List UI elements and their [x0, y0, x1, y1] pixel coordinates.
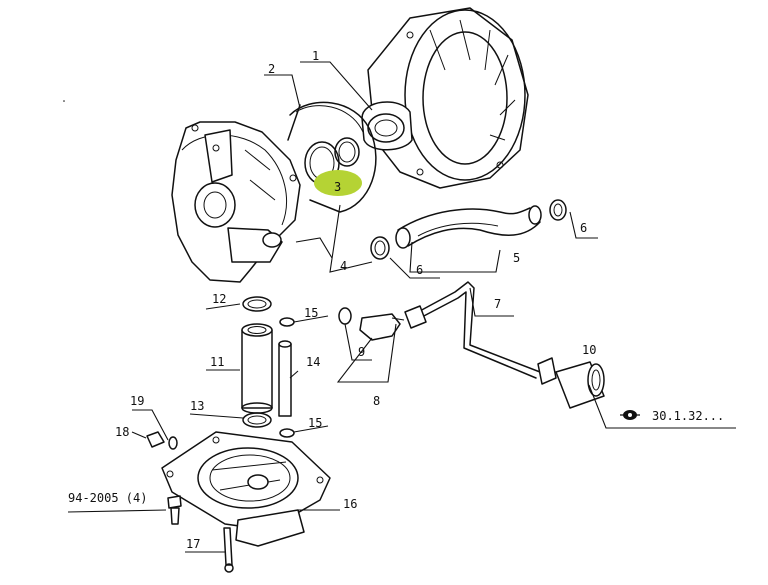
bolt-reference-label: 94-2005 (4) — [68, 491, 147, 505]
callout-12[interactable]: 12 — [212, 292, 226, 306]
part-13-o-ring — [242, 412, 272, 428]
part-6-o-ring-left — [370, 236, 390, 260]
callout-6-left[interactable]: 6 — [416, 263, 423, 277]
part-6-o-ring-right — [549, 199, 567, 221]
callout-18[interactable]: 18 — [115, 425, 129, 439]
part-11-sleeve — [241, 323, 273, 414]
part-17-drain-pin — [223, 527, 234, 573]
part-12-o-ring — [242, 296, 272, 312]
leader-lines — [67, 61, 736, 553]
callout-13[interactable]: 13 — [190, 399, 204, 413]
part-5-hose — [395, 205, 542, 249]
callout-5[interactable]: 5 — [513, 251, 520, 265]
highlight-marker-part-3 — [314, 170, 362, 196]
part-15-o-ring-upper — [279, 317, 295, 327]
callout-11[interactable]: 11 — [210, 355, 224, 369]
callout-6-right[interactable]: 6 — [580, 221, 587, 235]
pump-housing — [171, 121, 301, 283]
callout-7[interactable]: 7 — [494, 297, 501, 311]
page-reference-label[interactable]: 30.1.32... — [652, 409, 724, 423]
callout-4[interactable]: 4 — [340, 259, 347, 273]
callout-2[interactable]: 2 — [268, 62, 275, 76]
part-10-union — [555, 361, 605, 409]
stray-dot — [63, 100, 65, 102]
part-2-gasket — [287, 101, 377, 213]
callout-8[interactable]: 8 — [373, 394, 380, 408]
callout-14[interactable]: 14 — [306, 355, 320, 369]
callout-9[interactable]: 9 — [358, 345, 365, 359]
part-7-pipe — [404, 281, 557, 385]
part-1-housing — [361, 7, 529, 189]
callout-17[interactable]: 17 — [186, 537, 200, 551]
callout-19[interactable]: 19 — [130, 394, 144, 408]
callout-1[interactable]: 1 — [312, 49, 319, 63]
part-16-cover-plate — [161, 431, 331, 547]
part-14-rod — [278, 340, 292, 417]
bolt-94-2005 — [167, 495, 182, 525]
callout-16[interactable]: 16 — [343, 497, 357, 511]
part-18-plug — [146, 431, 165, 448]
part-19-seal — [168, 436, 178, 450]
part-9-elbow-fitting — [338, 307, 405, 341]
callout-15-upper[interactable]: 15 — [304, 306, 318, 320]
callout-3[interactable]: 3 — [334, 180, 341, 194]
callout-10[interactable]: 10 — [582, 343, 596, 357]
callout-15-lower[interactable]: 15 — [308, 416, 322, 430]
cross-reference-icon[interactable] — [620, 410, 640, 420]
part-15-o-ring-lower — [279, 428, 295, 438]
